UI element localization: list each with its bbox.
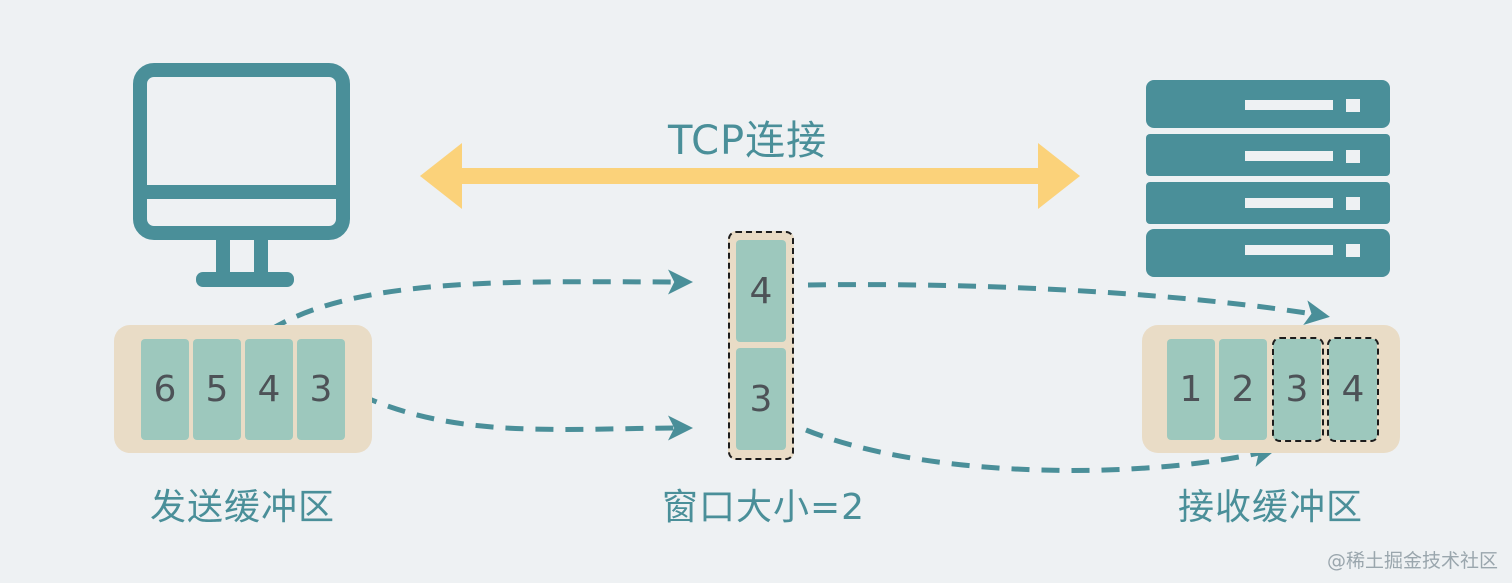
- watermark: @稀土掘金技术社区: [1326, 550, 1498, 572]
- receive-segment: 2: [1219, 339, 1267, 440]
- flow-arrow-window4-to-receive: [807, 282, 1330, 326]
- window-size-label: 窗口大小=2: [662, 487, 866, 528]
- receive-segment-new-frame: [1272, 337, 1324, 442]
- server-rack-icon: [1146, 80, 1390, 277]
- tcp-connection-arrow: [420, 143, 1080, 209]
- window-segment: 3: [736, 348, 786, 450]
- monitor-icon: [133, 63, 350, 287]
- window-frame: [728, 231, 794, 460]
- send-segment: 4: [245, 339, 293, 440]
- tcp-connection-label: TCP连接: [668, 118, 828, 164]
- receive-segment-new-frame: [1327, 337, 1379, 442]
- receive-segment: 3: [1273, 339, 1321, 440]
- flow-arrow-send4-to-window: [268, 269, 693, 333]
- receive-buffer-label: 接收缓冲区: [1178, 487, 1364, 528]
- receive-segment: 1: [1167, 339, 1215, 440]
- send-segment: 3: [297, 339, 345, 440]
- send-segment: 6: [141, 339, 189, 440]
- send-buffer-label: 发送缓冲区: [150, 487, 336, 528]
- receive-segment: 4: [1329, 339, 1377, 440]
- window-segment: 4: [736, 240, 786, 342]
- flow-arrow-send3-to-window: [358, 392, 693, 441]
- send-segment: 5: [193, 339, 241, 440]
